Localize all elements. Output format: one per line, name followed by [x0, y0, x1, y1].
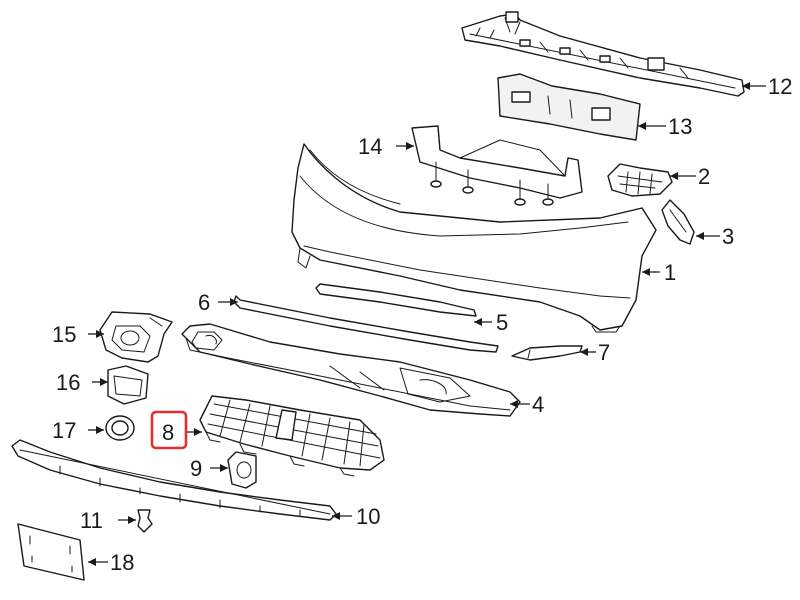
callout-2: 2 — [698, 164, 710, 189]
part-4-lower-fascia[interactable] — [181, 323, 521, 417]
callout-6: 6 — [198, 290, 210, 315]
callout-3: 3 — [722, 224, 734, 249]
part-13-energy-absorber[interactable] — [497, 73, 641, 141]
callout-18: 18 — [110, 550, 134, 575]
callout-16: 16 — [56, 370, 80, 395]
callout-4: 4 — [532, 392, 544, 417]
part-14-center-bracket[interactable] — [411, 125, 583, 206]
callout-7: 7 — [598, 340, 610, 365]
callout-5: 5 — [496, 310, 508, 335]
part-9-fog-ring[interactable] — [227, 451, 257, 489]
part-11-clip[interactable] — [137, 509, 153, 533]
callout-12: 12 — [768, 74, 792, 99]
callout-10: 10 — [356, 504, 380, 529]
part-5-molding[interactable] — [315, 283, 477, 317]
part-15-fog-bezel[interactable] — [99, 311, 173, 363]
part-8-grille[interactable] — [199, 395, 385, 477]
callout-13: 13 — [668, 114, 692, 139]
part-18-license-bracket[interactable] — [17, 523, 85, 581]
callout-labels: 12 13 14 2 3 1 6 5 7 4 15 16 17 8 9 10 1… — [52, 74, 792, 575]
part-1-bumper-fascia[interactable] — [291, 143, 657, 333]
part-7-reflector[interactable] — [511, 345, 583, 361]
callout-1: 1 — [664, 260, 676, 285]
callout-11: 11 — [80, 508, 103, 533]
part-6-strip[interactable] — [233, 295, 499, 353]
callout-15: 15 — [52, 322, 76, 347]
part-12-reinforcement-beam[interactable] — [461, 11, 745, 97]
part-16-fog-cover[interactable] — [107, 365, 149, 405]
callout-9: 9 — [190, 456, 202, 481]
callout-8: 8 — [162, 420, 174, 445]
callout-8-highlight-box — [150, 410, 188, 450]
leader-lines — [88, 82, 766, 566]
part-17-ring[interactable] — [105, 415, 135, 441]
part-2-side-bracket[interactable] — [607, 163, 673, 197]
part-3-side-guide[interactable] — [661, 199, 695, 245]
callout-17: 17 — [52, 418, 76, 443]
callout-14: 14 — [358, 134, 382, 159]
